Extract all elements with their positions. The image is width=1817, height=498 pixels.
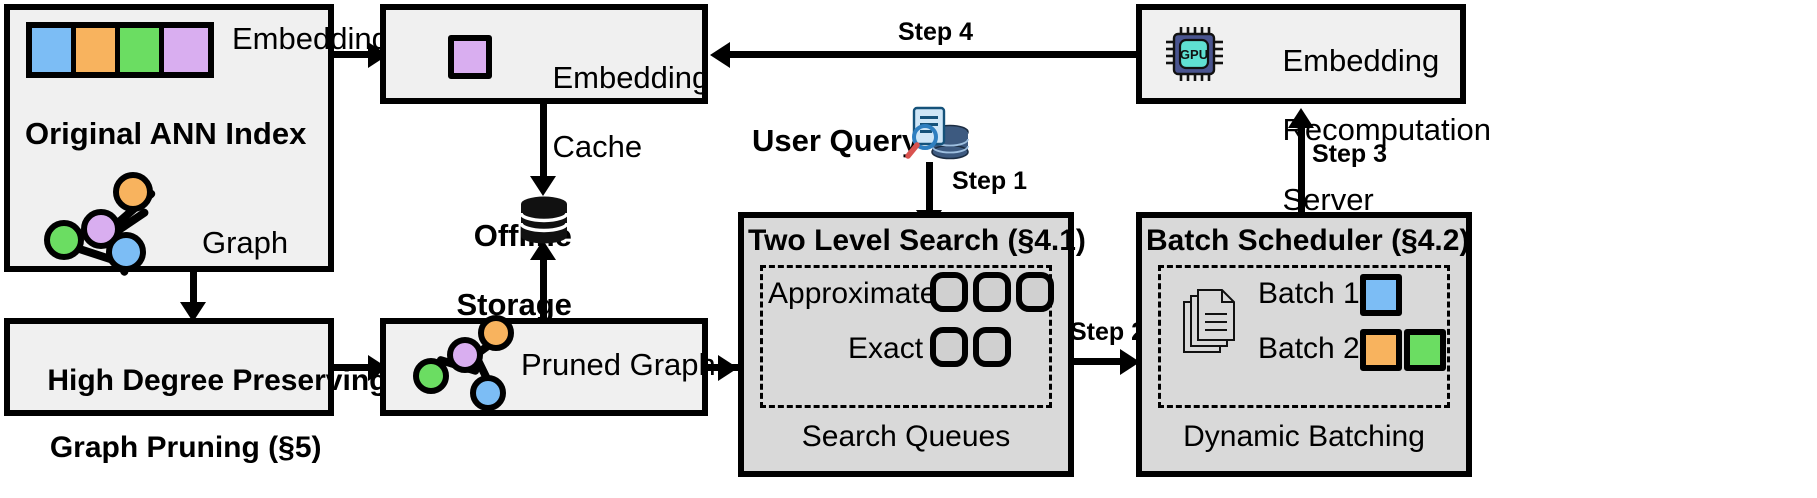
- approximate-queue-slot: [973, 272, 1011, 312]
- embedding-label: Embedding: [232, 21, 389, 56]
- graph-node-blue: [470, 375, 506, 411]
- batch-2-chip-orange: [1360, 329, 1402, 371]
- graph-node-blue: [106, 232, 146, 272]
- svg-text:GPU: GPU: [1180, 47, 1208, 62]
- embedding-cell-blue: [32, 28, 76, 72]
- arrow-index-to-pruning-head: [180, 302, 206, 322]
- recomputation-server-title: Embedding Recomputation Server: [1248, 9, 1491, 252]
- graph-node-purple: [81, 209, 121, 249]
- arrow-cache-to-storage-head: [530, 176, 556, 196]
- graph-node-green: [413, 358, 449, 394]
- embedding-cache-chip: [448, 35, 492, 79]
- batch-2-chip-green: [1404, 329, 1446, 371]
- embedding-cache-box: [380, 4, 708, 104]
- embedding-cell-green: [120, 28, 164, 72]
- step1-label: Step 1: [952, 167, 1028, 195]
- embedding-cell-orange: [76, 28, 120, 72]
- graph-node-orange: [113, 172, 153, 212]
- exact-queue-slot: [930, 327, 968, 367]
- search-queues-footer: Search Queues: [801, 420, 1011, 453]
- embedding-cache-title: Embedding Cache: [518, 26, 709, 200]
- arrow-cache-to-storage-line: [540, 104, 547, 180]
- arrow-index-to-pruning-line: [190, 272, 197, 308]
- user-query-label: User Query: [752, 123, 920, 158]
- arrow-pruned-to-storage-head: [530, 240, 556, 260]
- documents-stack-icon: [1178, 288, 1240, 358]
- offline-storage-line2: Storage: [456, 287, 572, 323]
- gpu-chip-icon: GPU: [1164, 25, 1224, 83]
- arrow-pruned-to-search-head: [718, 355, 738, 381]
- graph-node-orange: [478, 315, 514, 351]
- step4-label: Step 4: [898, 18, 974, 46]
- graph-pruning-title: High Degree Preserving Graph Pruning (§5…: [14, 330, 387, 498]
- batch-2-label: Batch 2: [1258, 332, 1360, 365]
- arrow-index-to-cache-line: [334, 51, 370, 58]
- graph-pruning-line2: Graph Pruning (§5): [49, 430, 322, 464]
- embedding-cell-purple: [164, 28, 208, 72]
- diagram-canvas: Embedding Original ANN Index Graph Embed…: [4, 4, 1491, 477]
- recomp-title-line1: Embedding: [1282, 42, 1440, 78]
- step4-arrow-head: [710, 42, 730, 68]
- embedding-cache-title-line1: Embedding: [552, 59, 710, 95]
- batch-1-label: Batch 1: [1258, 277, 1360, 310]
- two-level-search-box: [738, 212, 1074, 477]
- step1-arrow-line: [926, 162, 933, 214]
- recomp-title-line3: Server: [1282, 181, 1374, 217]
- step2-arrow-line: [1074, 358, 1128, 365]
- two-level-search-row-exact-label: Exact: [848, 332, 924, 365]
- graph-pruning-box: [4, 318, 334, 416]
- step3-arrow-head: [1288, 108, 1314, 128]
- graph-node-green: [44, 220, 84, 260]
- approximate-queue-slot: [930, 272, 968, 312]
- arrow-pruning-to-pruned-line: [334, 364, 370, 371]
- search-queues-region: [760, 265, 1052, 408]
- step3-arrow-line: [1298, 128, 1305, 212]
- step4-arrow-line: [730, 51, 1136, 58]
- dynamic-batching-footer: Dynamic Batching: [1183, 420, 1425, 453]
- arrow-pruned-to-storage-line: [540, 258, 547, 320]
- approximate-queue-slot: [1016, 272, 1054, 312]
- step2-arrow-head: [1120, 349, 1140, 375]
- graph-node-purple: [447, 337, 483, 373]
- batch-scheduler-title: Batch Scheduler (§4.2): [1146, 224, 1470, 257]
- batch-1-chip-blue: [1360, 274, 1402, 316]
- two-level-search-title: Two Level Search (§4.1): [748, 224, 1086, 257]
- embedding-cache-title-line2: Cache: [552, 129, 643, 165]
- database-cylinder-icon: [518, 196, 570, 244]
- pruned-graph-label: Pruned Graph: [521, 347, 716, 382]
- two-level-search-row-approximate-label: Approximate: [768, 277, 937, 310]
- dynamic-batching-region: [1158, 265, 1450, 408]
- exact-queue-slot: [973, 327, 1011, 367]
- graph-label: Graph: [202, 225, 289, 260]
- original-ann-index-title: Original ANN Index: [25, 116, 307, 151]
- step3-label: Step 3: [1312, 140, 1388, 168]
- step2-label: Step 2: [1070, 318, 1146, 346]
- query-search-database-icon: [900, 104, 972, 166]
- embedding-strip: [26, 22, 214, 78]
- recomp-title-line2: Recomputation: [1282, 112, 1491, 148]
